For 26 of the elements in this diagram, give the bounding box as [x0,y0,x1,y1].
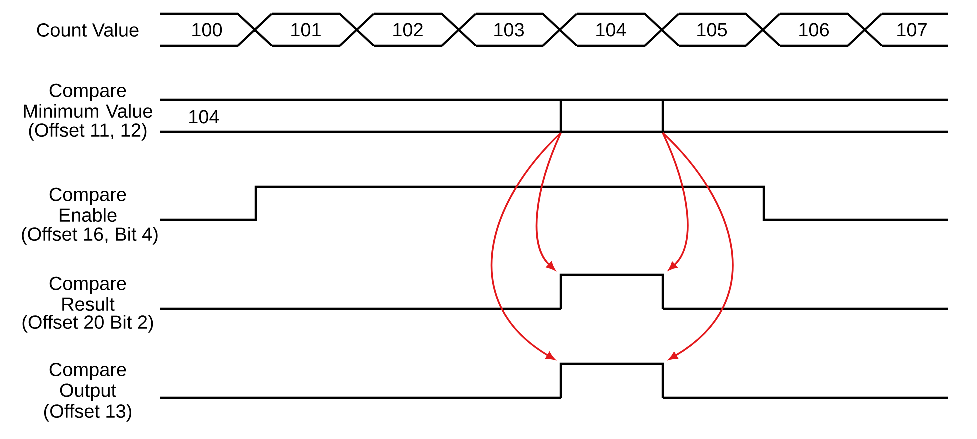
transition-line [662,100,664,132]
transition-line [560,100,562,132]
pulse [560,274,664,309]
arrow [490,132,562,360]
count-value: 101 [292,23,321,37]
pulse [560,362,664,398]
signal-name: Compare Minimum Value [24,84,152,118]
count-value: 103 [494,23,524,37]
arrow [662,132,689,271]
signal-name: Compare Enable [50,188,126,222]
register-offset: (Offset 11, 12) [29,123,147,141]
arrow [536,132,562,270]
count-value: 107 [898,23,927,37]
signal-name: Compare Result [50,276,126,312]
signal-name: Compare Output [50,363,126,401]
register-offset: (Offset 16, Bit 4) [22,227,158,245]
count-value: 104 [596,23,626,37]
value-text: 104 [190,110,220,124]
signal-name: Count Value [37,23,139,37]
register-offset: (Offset 13) [44,404,132,422]
count-value: 105 [698,23,728,37]
count-value: 102 [394,23,423,37]
register-offset: (Offset 20 Bit 2) [22,315,154,333]
count-value: 100 [192,23,222,37]
count-value: 106 [800,23,829,37]
arrow [662,132,734,360]
